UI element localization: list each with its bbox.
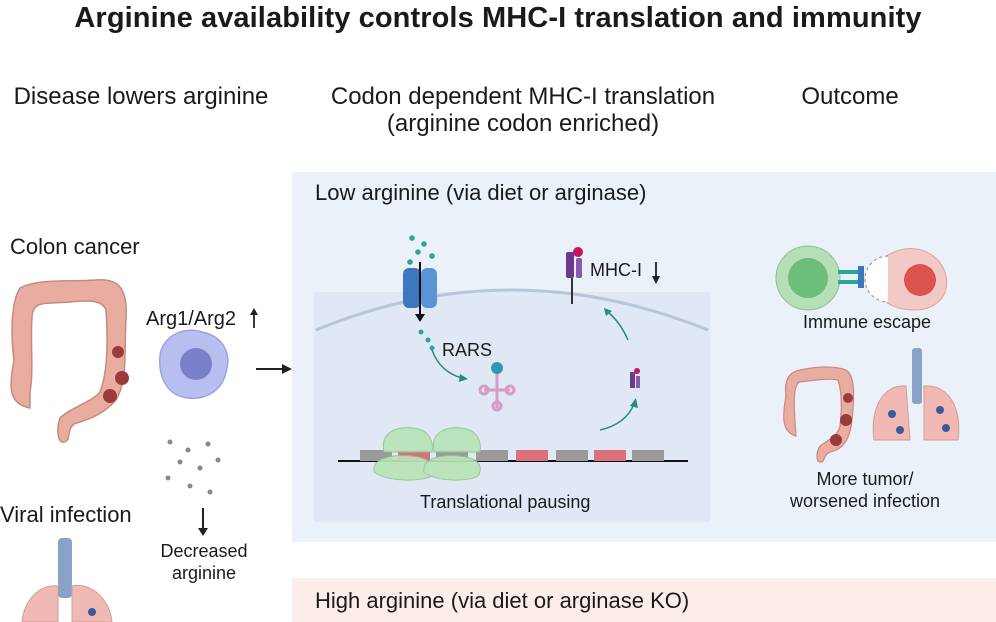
tumor-icon xyxy=(103,346,129,403)
column-header-translation: Codon dependent MHC-I translation (argin… xyxy=(300,83,746,137)
colon-icon-outcome xyxy=(783,366,855,463)
lung-icon-outcome xyxy=(872,348,960,441)
synthesis-arrow xyxy=(599,403,635,431)
cell-interior xyxy=(314,292,710,522)
cell-membrane xyxy=(315,288,709,332)
rars-label: RARS xyxy=(442,340,493,360)
t-cell-icon xyxy=(775,245,864,311)
arginine-dots-left xyxy=(165,439,221,495)
tumor-outcome-line1: More tumor/ xyxy=(816,469,914,489)
arginine-dots-inside xyxy=(418,329,435,351)
low-arginine-heading: Low arginine (via diet or arginase) xyxy=(315,180,647,205)
arg-enzyme-label: Arg1/Arg2 xyxy=(146,308,237,330)
column-header-translation-line1: Codon dependent MHC-I translation xyxy=(330,83,716,110)
figure-title: Arginine availability controls MHC-I tra… xyxy=(74,2,922,34)
translational-pausing-label: Translational pausing xyxy=(420,492,591,512)
myeloid-cell-icon xyxy=(159,329,229,400)
decreased-arginine-label: Decreased arginine xyxy=(148,540,260,584)
colon-cancer-label: Colon cancer xyxy=(10,234,140,259)
decreased-arginine-line2: arginine xyxy=(171,563,237,583)
transporter-icon xyxy=(403,262,437,322)
tumor-cell-icon xyxy=(864,248,948,311)
immune-escape-label: Immune escape xyxy=(802,312,932,332)
mhc-label: MHC-I xyxy=(590,260,642,280)
tumor-outcome-label: More tumor/ worsened infection xyxy=(760,468,970,512)
tumor-icon-outcome xyxy=(830,393,853,446)
rars-arrow xyxy=(431,349,463,379)
lung-icon-left xyxy=(21,538,113,622)
tumor-outcome-line2: worsened infection xyxy=(789,491,941,511)
column-header-outcome: Outcome xyxy=(801,83,899,110)
high-arginine-heading: High arginine (via diet or arginase KO) xyxy=(315,588,690,613)
mhc-molecule-icon xyxy=(566,247,583,304)
decreased-arginine-line1: Decreased xyxy=(160,541,248,561)
viral-infection-label: Viral infection xyxy=(0,502,132,527)
ribosome-icon xyxy=(373,427,481,481)
nascent-mhc-icon xyxy=(630,368,640,388)
trna-icon xyxy=(478,362,516,412)
column-header-disease: Disease lowers arginine xyxy=(13,83,269,110)
colon-icon xyxy=(10,279,128,443)
trafficking-arrow xyxy=(607,311,629,341)
high-arginine-panel xyxy=(292,578,996,622)
arginine-dots-top xyxy=(407,235,435,265)
column-header-translation-line2: (arginine codon enriched) xyxy=(386,110,660,137)
